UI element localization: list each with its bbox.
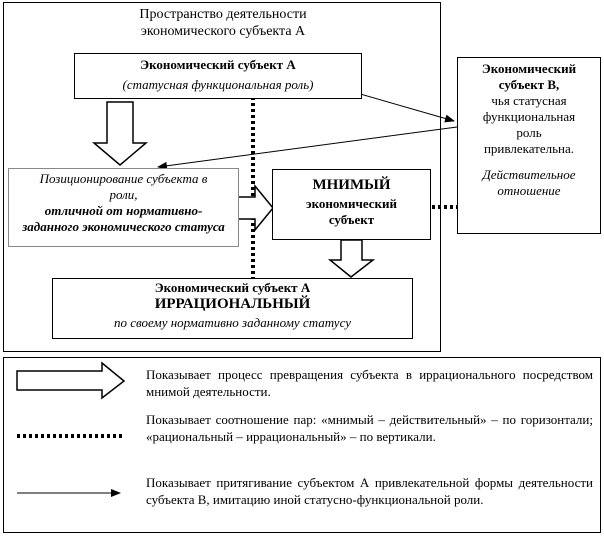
legend-text-2: Показывает соотношение пар: «мнимый – де… [146, 412, 593, 444]
subject-b-title: Экономический субъект В, [481, 61, 577, 92]
subject-b-box: Экономический субъект В, чья статусная ф… [457, 57, 601, 234]
subject-a-title: Экономический субъект А [140, 57, 296, 72]
legend-text-1: Показывает процесс превращения субъекта … [146, 367, 593, 399]
positioning-emphasis: отличной от нормативно-заданного экономи… [22, 203, 225, 234]
imaginary-subtitle: экономический субъект [305, 196, 398, 227]
activity-space-title: Пространство деятельности экономического… [139, 7, 307, 39]
subject-a-box: Экономический субъект А (статусная функц… [74, 53, 362, 99]
hollow-arrow-down-1 [91, 101, 149, 166]
irrational-status: по своему нормативно заданному статусу [113, 315, 352, 330]
legend-text-3: Показывает притягивание субъектом А прив… [146, 475, 593, 507]
irrational-subject-box: Экономический субъект А ИРРАЦИОНАЛЬНЫЙ п… [52, 278, 413, 339]
irrational-title: Экономический субъект А [154, 280, 311, 295]
hollow-arrow-down-2 [327, 239, 376, 278]
thin-arrow-b-to-positioning [157, 126, 458, 170]
irrational-label: ИРРАЦИОНАЛЬНЫЙ [154, 296, 311, 312]
subject-b-description: чья статусная функциональная роль привле… [482, 93, 576, 156]
imaginary-title: МНИМЫЙ [312, 177, 391, 193]
legend-hollow-arrow-icon [16, 361, 126, 400]
subject-b-relation: Действительное отношение [482, 167, 576, 198]
subject-a-subtitle: (статусная функциональная роль) [122, 77, 314, 92]
positioning-box: Позиционирование субъекта в роли, отличн… [8, 168, 239, 247]
imaginary-subject-box: МНИМЫЙ экономический субъект [272, 169, 431, 240]
positioning-text: Позиционирование субъекта в роли, [39, 171, 208, 202]
